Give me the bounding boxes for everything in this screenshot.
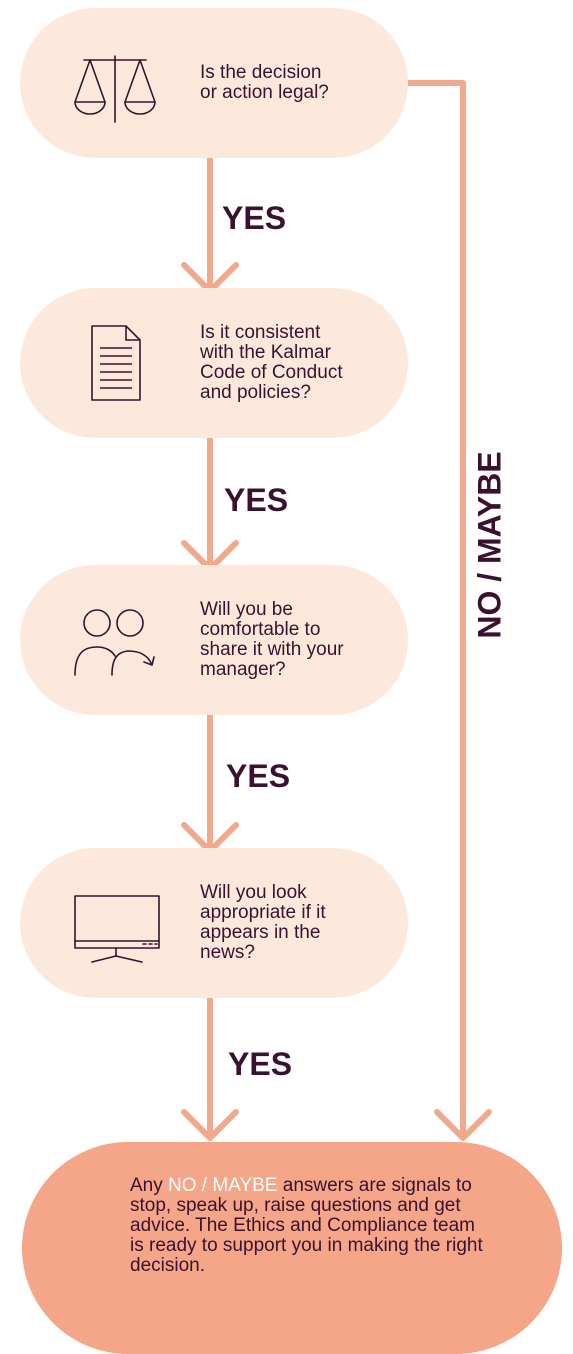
- arrowhead-4: [181, 1109, 239, 1141]
- step-legal: Is the decision or action legal?: [20, 8, 408, 158]
- outcome-text-before: Any: [130, 1175, 169, 1196]
- scales-icon: [70, 38, 160, 128]
- yes-label-2: YES: [224, 482, 289, 518]
- yes-label-4: YES: [228, 1046, 293, 1082]
- yes-label-1: YES: [222, 200, 287, 236]
- step-code-of-conduct: Is it consistent with the Kalmar Code of…: [20, 288, 408, 438]
- outcome-box: Any NO / MAYBE answers are signals to st…: [22, 1142, 562, 1354]
- no-maybe-label: NO / MAYBE: [471, 451, 508, 639]
- step-question: Is the decision or action legal?: [200, 62, 329, 103]
- step-question: Will you be comfortable to share it with…: [200, 599, 344, 680]
- step-question: Is it consistent with the Kalmar Code of…: [200, 322, 343, 403]
- outcome-text-after: answers are signals to stop, speak up, r…: [130, 1175, 483, 1276]
- monitor-icon: [70, 878, 160, 968]
- step-manager: Will you be comfortable to share it with…: [20, 565, 408, 715]
- step-question: Will you look appropriate if it appears …: [200, 882, 326, 963]
- step-news: Will you look appropriate if it appears …: [20, 848, 408, 998]
- document-icon: [70, 318, 160, 408]
- people-icon: [70, 595, 160, 685]
- no-maybe-connector: [402, 80, 466, 1138]
- outcome-highlight: NO / MAYBE: [168, 1175, 278, 1196]
- no-maybe-arrowhead: [434, 1109, 492, 1141]
- yes-label-3: YES: [226, 758, 291, 794]
- outcome-text: Any NO / MAYBE answers are signals to st…: [130, 1176, 490, 1276]
